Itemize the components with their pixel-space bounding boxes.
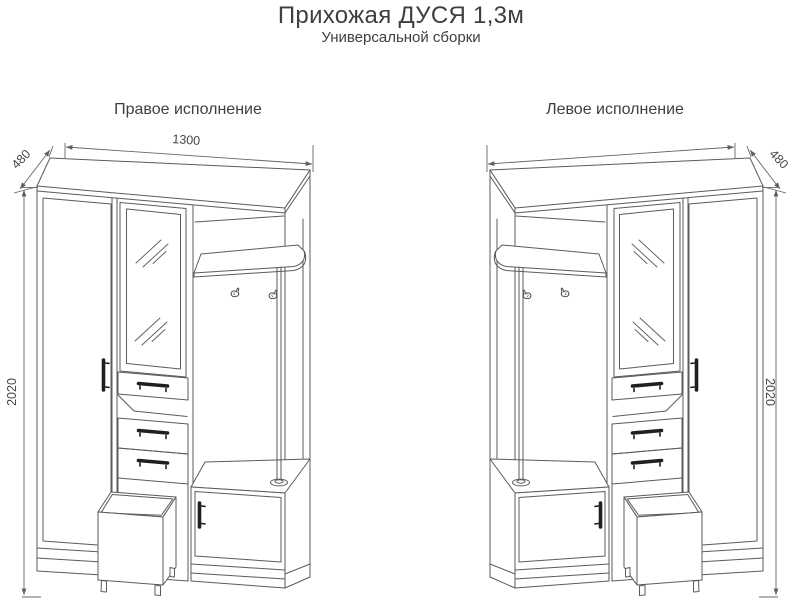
left-drawing: 1300 480 2020 <box>5 132 314 598</box>
dim-line-width <box>65 145 313 166</box>
right-drawing: 480 2020 <box>486 143 792 598</box>
dim-line-depth <box>749 149 781 190</box>
section-label-right-version: Правое исполнение <box>114 101 262 118</box>
dim-label-depth: 480 <box>9 147 34 172</box>
section-label-left-version: Левое исполнение <box>546 101 684 118</box>
page-subtitle: Универсальной сборки <box>321 29 481 46</box>
page-title: Прихожая ДУСЯ 1,3м <box>277 2 525 29</box>
dim-label-width: 1300 <box>172 132 201 148</box>
dim-label-height: 2020 <box>763 378 777 406</box>
dim-label-depth: 480 <box>767 147 792 172</box>
dim-line-width <box>487 145 735 166</box>
right-drawing-dimensions <box>486 143 787 598</box>
left-drawing-dimensions <box>13 143 314 598</box>
dim-label-height: 2020 <box>5 378 19 406</box>
dim-line-depth <box>19 149 51 190</box>
